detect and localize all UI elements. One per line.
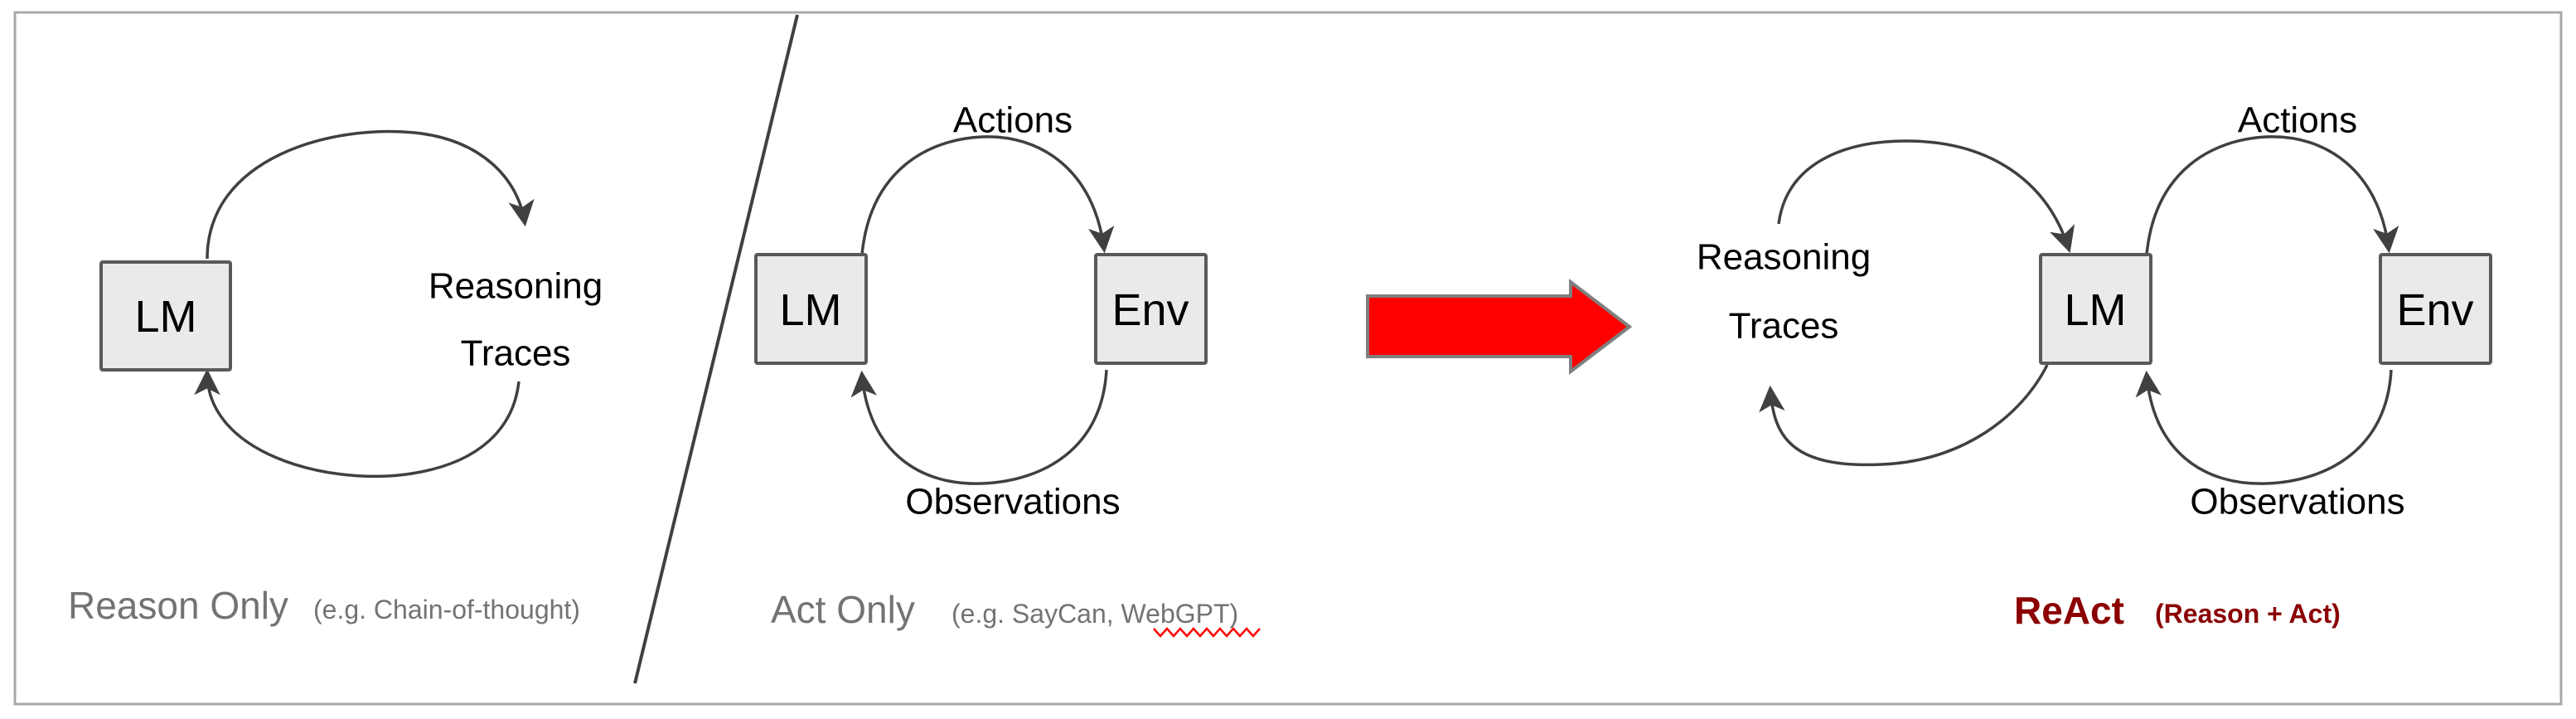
actions-arrow-act-only [860, 135, 1115, 255]
box-env-act-only-label: Env [1111, 285, 1189, 335]
box-lm-react-label: LM [2064, 285, 2126, 335]
observations-label-react: Observations [2190, 482, 2404, 522]
red-right-arrow [1366, 278, 1633, 376]
box-lm-reason-only[interactable] [99, 260, 232, 372]
reasoning-traces-label-line1-react: Reasoning [1697, 237, 1871, 278]
figure-outer-border [13, 11, 2563, 706]
observations-arrow-act-only [850, 369, 1108, 485]
caption-reason-only-sub: (e.g. Chain-of-thought) [313, 595, 580, 624]
reasoning-loop-out-arrow [206, 129, 535, 260]
caption-act-only-main: Act Only [771, 588, 915, 631]
box-lm-act-only-label: LM [779, 285, 841, 335]
panel-divider-line [633, 14, 799, 684]
box-env-react-label: Env [2396, 285, 2473, 335]
reasoning-traces-label-line1: Reasoning [429, 266, 603, 307]
panel-reason-only: LM Reasoning Traces Reason Only (e.g. Ch… [68, 129, 603, 627]
red-right-arrow-shape [1366, 278, 1633, 376]
box-lm-reason-only-label: LM [134, 292, 196, 342]
panel-react: LM Env Reasoning Traces Actions Observat… [1697, 100, 2492, 632]
spellcheck-squiggle-webgpt [1153, 627, 1261, 638]
reasoning-loop-out-arrow-react [1759, 364, 2049, 467]
caption-act-only-sub: (e.g. SayCan, WebGPT) [951, 599, 1238, 629]
box-lm-act-only[interactable] [754, 253, 868, 365]
reasoning-loop-in-arrow [194, 368, 521, 479]
reasoning-loop-in-arrow-react [1777, 139, 2075, 254]
reasoning-traces-label-line2-react: Traces [1729, 306, 1839, 347]
observations-arrow-react [2135, 369, 2393, 485]
box-env-act-only[interactable] [1094, 253, 1208, 365]
actions-label-react: Actions [2238, 100, 2357, 141]
caption-react-sub: (Reason + Act) [2155, 599, 2341, 629]
reasoning-traces-label-line2: Traces [461, 333, 571, 374]
caption-reason-only-main: Reason Only [68, 584, 288, 627]
observations-label-act-only: Observations [905, 482, 1120, 522]
box-lm-react[interactable] [2039, 253, 2152, 365]
caption-react-main: ReAct [2014, 589, 2124, 632]
panel-act-only: LM Env Actions Observations Act Only (e.… [754, 100, 1261, 638]
actions-label-act-only: Actions [953, 100, 1073, 141]
box-env-react[interactable] [2379, 253, 2492, 365]
actions-arrow-react [2145, 135, 2399, 255]
